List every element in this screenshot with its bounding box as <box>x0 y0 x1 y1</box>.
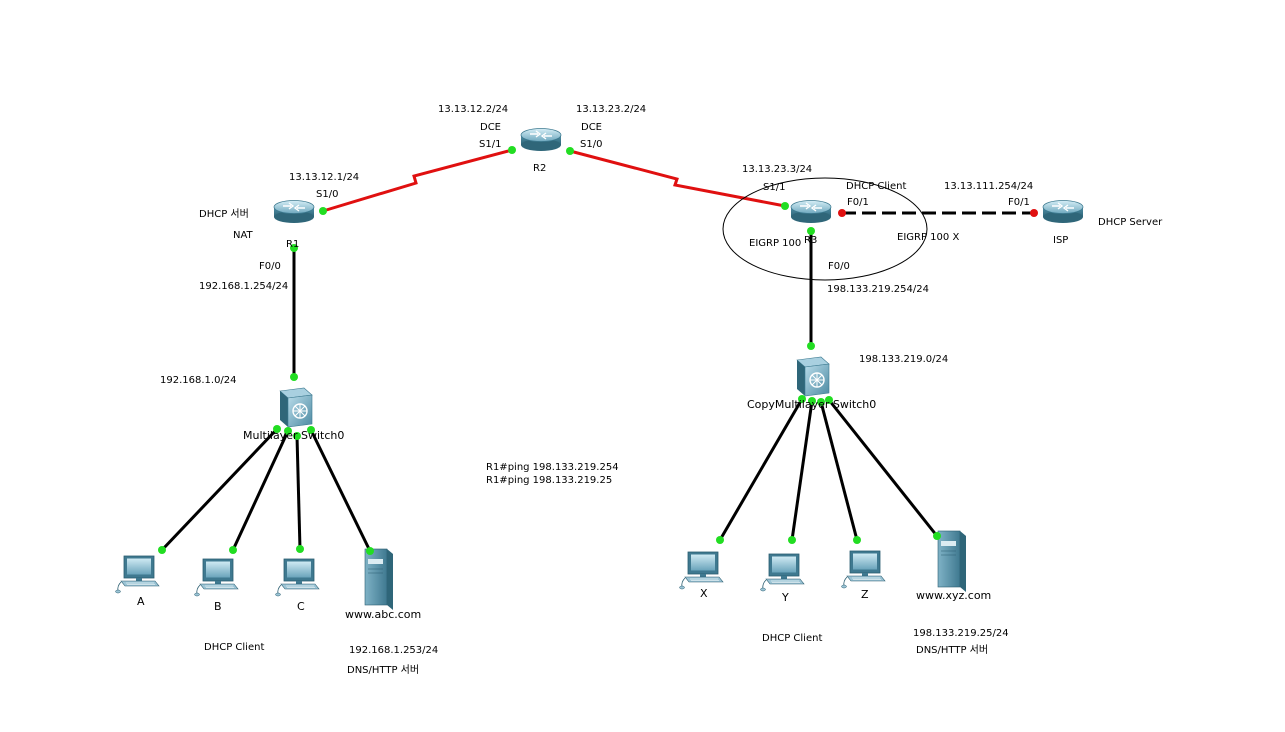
r3-serial-port-label: S1/1 <box>763 182 785 193</box>
r3-eigrp-x-label: EIGRP 100 X <box>897 232 959 243</box>
copy-multilayer-switch0-icon[interactable] <box>796 356 830 397</box>
server-xyz-name: www.xyz.com <box>916 589 991 602</box>
pc-x-icon[interactable] <box>679 551 724 590</box>
isp-role-label: DHCP Server <box>1098 217 1163 228</box>
pc-b-icon[interactable] <box>194 558 239 597</box>
r3-f01-port-label: F0/1 <box>847 197 869 208</box>
r3-dhcp-client-label: DHCP Client <box>846 181 906 192</box>
router-r3-name: R3 <box>804 235 817 246</box>
server-abc-ip-label: 192.168.1.253/24 <box>349 645 438 656</box>
r1-serial-port-label: S1/0 <box>316 189 338 200</box>
pc-a-icon[interactable] <box>115 555 160 594</box>
r3-f00-port-label: F0/0 <box>828 261 850 272</box>
multilayer-switch0-icon[interactable] <box>279 387 313 428</box>
server-xyz-role-label: DNS/HTTP 서버 <box>916 644 988 656</box>
link-copyswitch0-pc-x <box>718 398 804 541</box>
pc-z-icon[interactable] <box>841 550 886 589</box>
pc-a-name: A <box>137 595 145 608</box>
r1-role-dhcp-label: DHCP 서버 <box>199 208 249 220</box>
router-isp-name: ISP <box>1053 235 1068 246</box>
server-abc-icon[interactable] <box>364 548 394 611</box>
server-abc-role-label: DNS/HTTP 서버 <box>347 664 419 676</box>
r2-left-port-label: S1/1 <box>479 139 501 150</box>
r1-role-nat-label: NAT <box>233 230 254 241</box>
isp-ip-label: 13.13.111.254/24 <box>944 181 1033 192</box>
r2-right-port-label: S1/0 <box>580 139 602 150</box>
link-copyswitch0-server <box>827 399 939 537</box>
router-r2-icon[interactable] <box>520 127 562 152</box>
r2-left-ip-label: 13.13.12.2/24 <box>438 104 508 115</box>
pc-y-name: Y <box>781 591 789 604</box>
ping-note-1: R1#ping 198.133.219.254 <box>486 462 619 473</box>
pc-y-icon[interactable] <box>760 553 805 592</box>
r2-right-ip-label: 13.13.23.2/24 <box>576 104 646 115</box>
left-lan-network-label: 192.168.1.0/24 <box>160 375 237 386</box>
right-lan-dhcp-client-label: DHCP Client <box>762 633 822 644</box>
link-switch0-pc-a <box>160 427 279 552</box>
router-isp-icon[interactable] <box>1042 199 1084 224</box>
port-lights <box>158 146 1038 555</box>
r3-eigrp-label: EIGRP 100 <box>749 238 801 249</box>
right-lan-network-label: 198.133.219.0/24 <box>859 354 948 365</box>
router-r3-icon[interactable] <box>790 199 832 224</box>
r2-right-dce-label: DCE <box>581 122 602 133</box>
r1-fa-ip-label: 192.168.1.254/24 <box>199 281 288 292</box>
server-abc-name: www.abc.com <box>345 608 421 621</box>
server-xyz-icon[interactable] <box>937 530 967 593</box>
isp-port-label: F0/1 <box>1008 197 1030 208</box>
multilayer-switch0-name: Multilayer Switch0 <box>243 429 344 442</box>
router-r1-icon[interactable] <box>273 199 315 224</box>
left-lan-dhcp-client-label: DHCP Client <box>204 642 264 653</box>
link-copyswitch0-pc-y <box>790 400 814 541</box>
r1-fa-port-label: F0/0 <box>259 261 281 272</box>
pc-c-icon[interactable] <box>275 558 320 597</box>
r3-f00-ip-label: 198.133.219.254/24 <box>827 284 929 295</box>
eigrp-area-ellipse <box>722 177 928 281</box>
r3-serial-ip-label: 13.13.23.3/24 <box>742 164 812 175</box>
link-switch0-pc-c <box>295 435 302 550</box>
r2-left-dce-label: DCE <box>480 122 501 133</box>
router-r1-name: R1 <box>286 239 299 250</box>
link-switch0-server <box>309 429 372 552</box>
pc-b-name: B <box>214 600 222 613</box>
server-xyz-ip-label: 198.133.219.25/24 <box>913 628 1009 639</box>
serial-link-r1-r2 <box>322 148 513 213</box>
r1-serial-ip-label: 13.13.12.1/24 <box>289 172 359 183</box>
pc-z-name: Z <box>861 588 869 601</box>
pc-c-name: C <box>297 600 305 613</box>
link-copyswitch0-pc-z <box>819 401 859 541</box>
ping-note-2: R1#ping 198.133.219.25 <box>486 475 612 486</box>
pc-x-name: X <box>700 587 708 600</box>
router-r2-name: R2 <box>533 163 546 174</box>
link-switch0-pc-b <box>231 430 290 551</box>
serial-link-r2-r3 <box>569 149 786 208</box>
copy-multilayer-switch0-name: CopyMultilayer Switch0 <box>747 398 876 411</box>
